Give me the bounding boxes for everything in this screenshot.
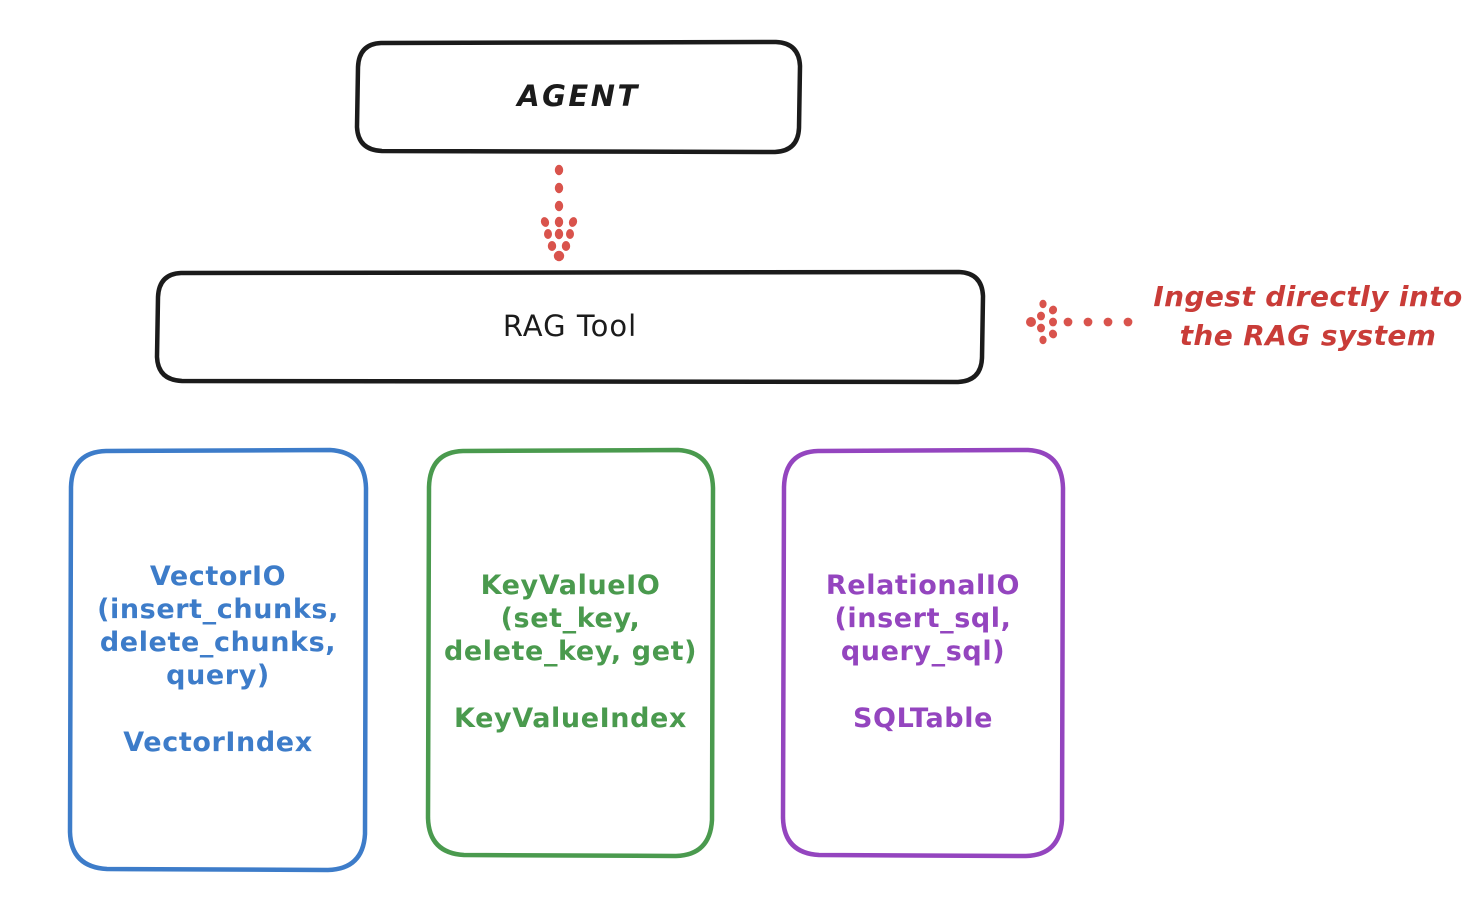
node-vector-io-label: VectorIO (insert_chunks, delete_chunks, … [97,561,339,691]
rag-tool-box-outline [154,269,986,385]
node-key-value-io[interactable]: KeyValueIO (set_key, delete_key, get) Ke… [428,450,713,856]
agent-to-rag-tool-arrow [540,164,578,262]
annotation-ingest-directly: Ingest directly into the RAG system [1153,280,1463,352]
node-rag-tool-label: RAG Tool [502,309,638,344]
vector-io-box-outline [67,447,369,873]
node-rag-tool[interactable]: RAG Tool [157,272,983,382]
node-agent[interactable]: AGENT [357,42,800,152]
node-vector-io[interactable]: VectorIO (insert_chunks, delete_chunks, … [70,450,366,871]
ingest-to-rag-tool-arrow [1026,299,1133,345]
relational-io-box-outline [780,447,1066,859]
node-key-value-io-label: KeyValueIO (set_key, delete_key, get) [443,570,698,667]
agent-box-outline [354,39,803,155]
node-relational-io-table-label: SQLTable [853,702,993,734]
node-vector-io-index-label: VectorIndex [123,726,313,758]
node-relational-io[interactable]: RelationalIO (insert_sql, query_sql) SQL… [783,450,1063,856]
node-key-value-io-index-label: KeyValueIndex [454,702,687,734]
node-relational-io-label: RelationalIO (insert_sql, query_sql) [825,570,1021,667]
key-value-io-box-outline [425,447,716,859]
node-agent-label: AGENT [517,79,640,114]
